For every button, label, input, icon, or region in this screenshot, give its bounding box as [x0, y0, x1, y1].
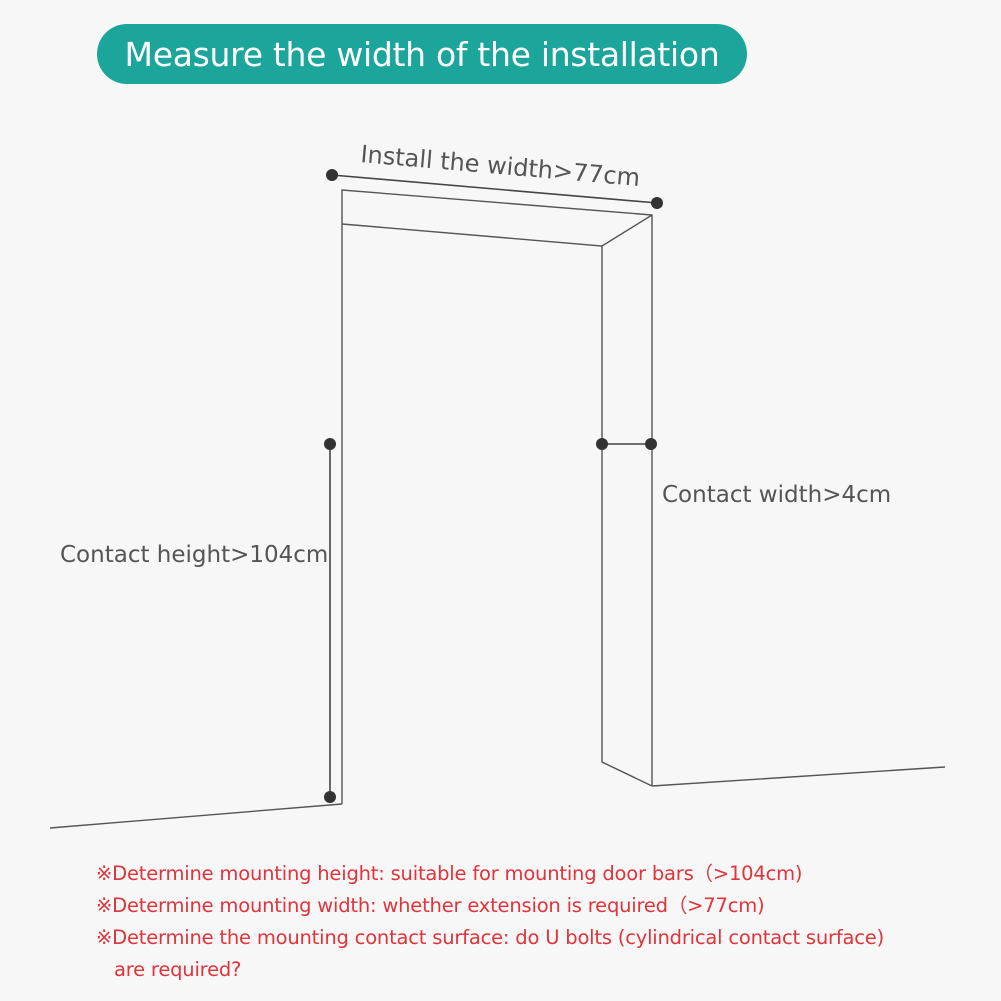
contact-width-label: Contact width>4cm: [662, 482, 891, 508]
contact-height-dot-bottom: [324, 791, 336, 803]
note-item: ※Determine mounting width: whether exten…: [96, 894, 765, 917]
note-item: ※Determine mounting height: suitable for…: [96, 862, 803, 885]
install-width-measure-line: [331, 174, 658, 204]
frame-top-bevel: [601, 214, 653, 247]
contact-height-label: Contact height>104cm: [60, 542, 328, 568]
title-text: Measure the width of the installation: [124, 34, 720, 74]
floor-line-left: [49, 803, 343, 829]
frame-inner-edge: [341, 223, 653, 787]
note-item: ※Determine the mounting contact surface:…: [96, 926, 885, 949]
contact-width-dot-left: [596, 438, 608, 450]
note-item-continuation: are required?: [114, 958, 242, 981]
title-banner: Measure the width of the installation: [97, 24, 747, 84]
install-width-dot-right: [651, 197, 663, 209]
floor-line-right: [651, 766, 946, 787]
contact-width-dot-right: [645, 438, 657, 450]
contact-height-dot-top: [324, 438, 336, 450]
install-width-dot-left: [326, 169, 338, 181]
install-width-label: Install the width>77cm: [359, 140, 641, 192]
notes-list: ※Determine mounting height: suitable for…: [96, 858, 976, 986]
frame-outer-edge: [341, 189, 653, 804]
